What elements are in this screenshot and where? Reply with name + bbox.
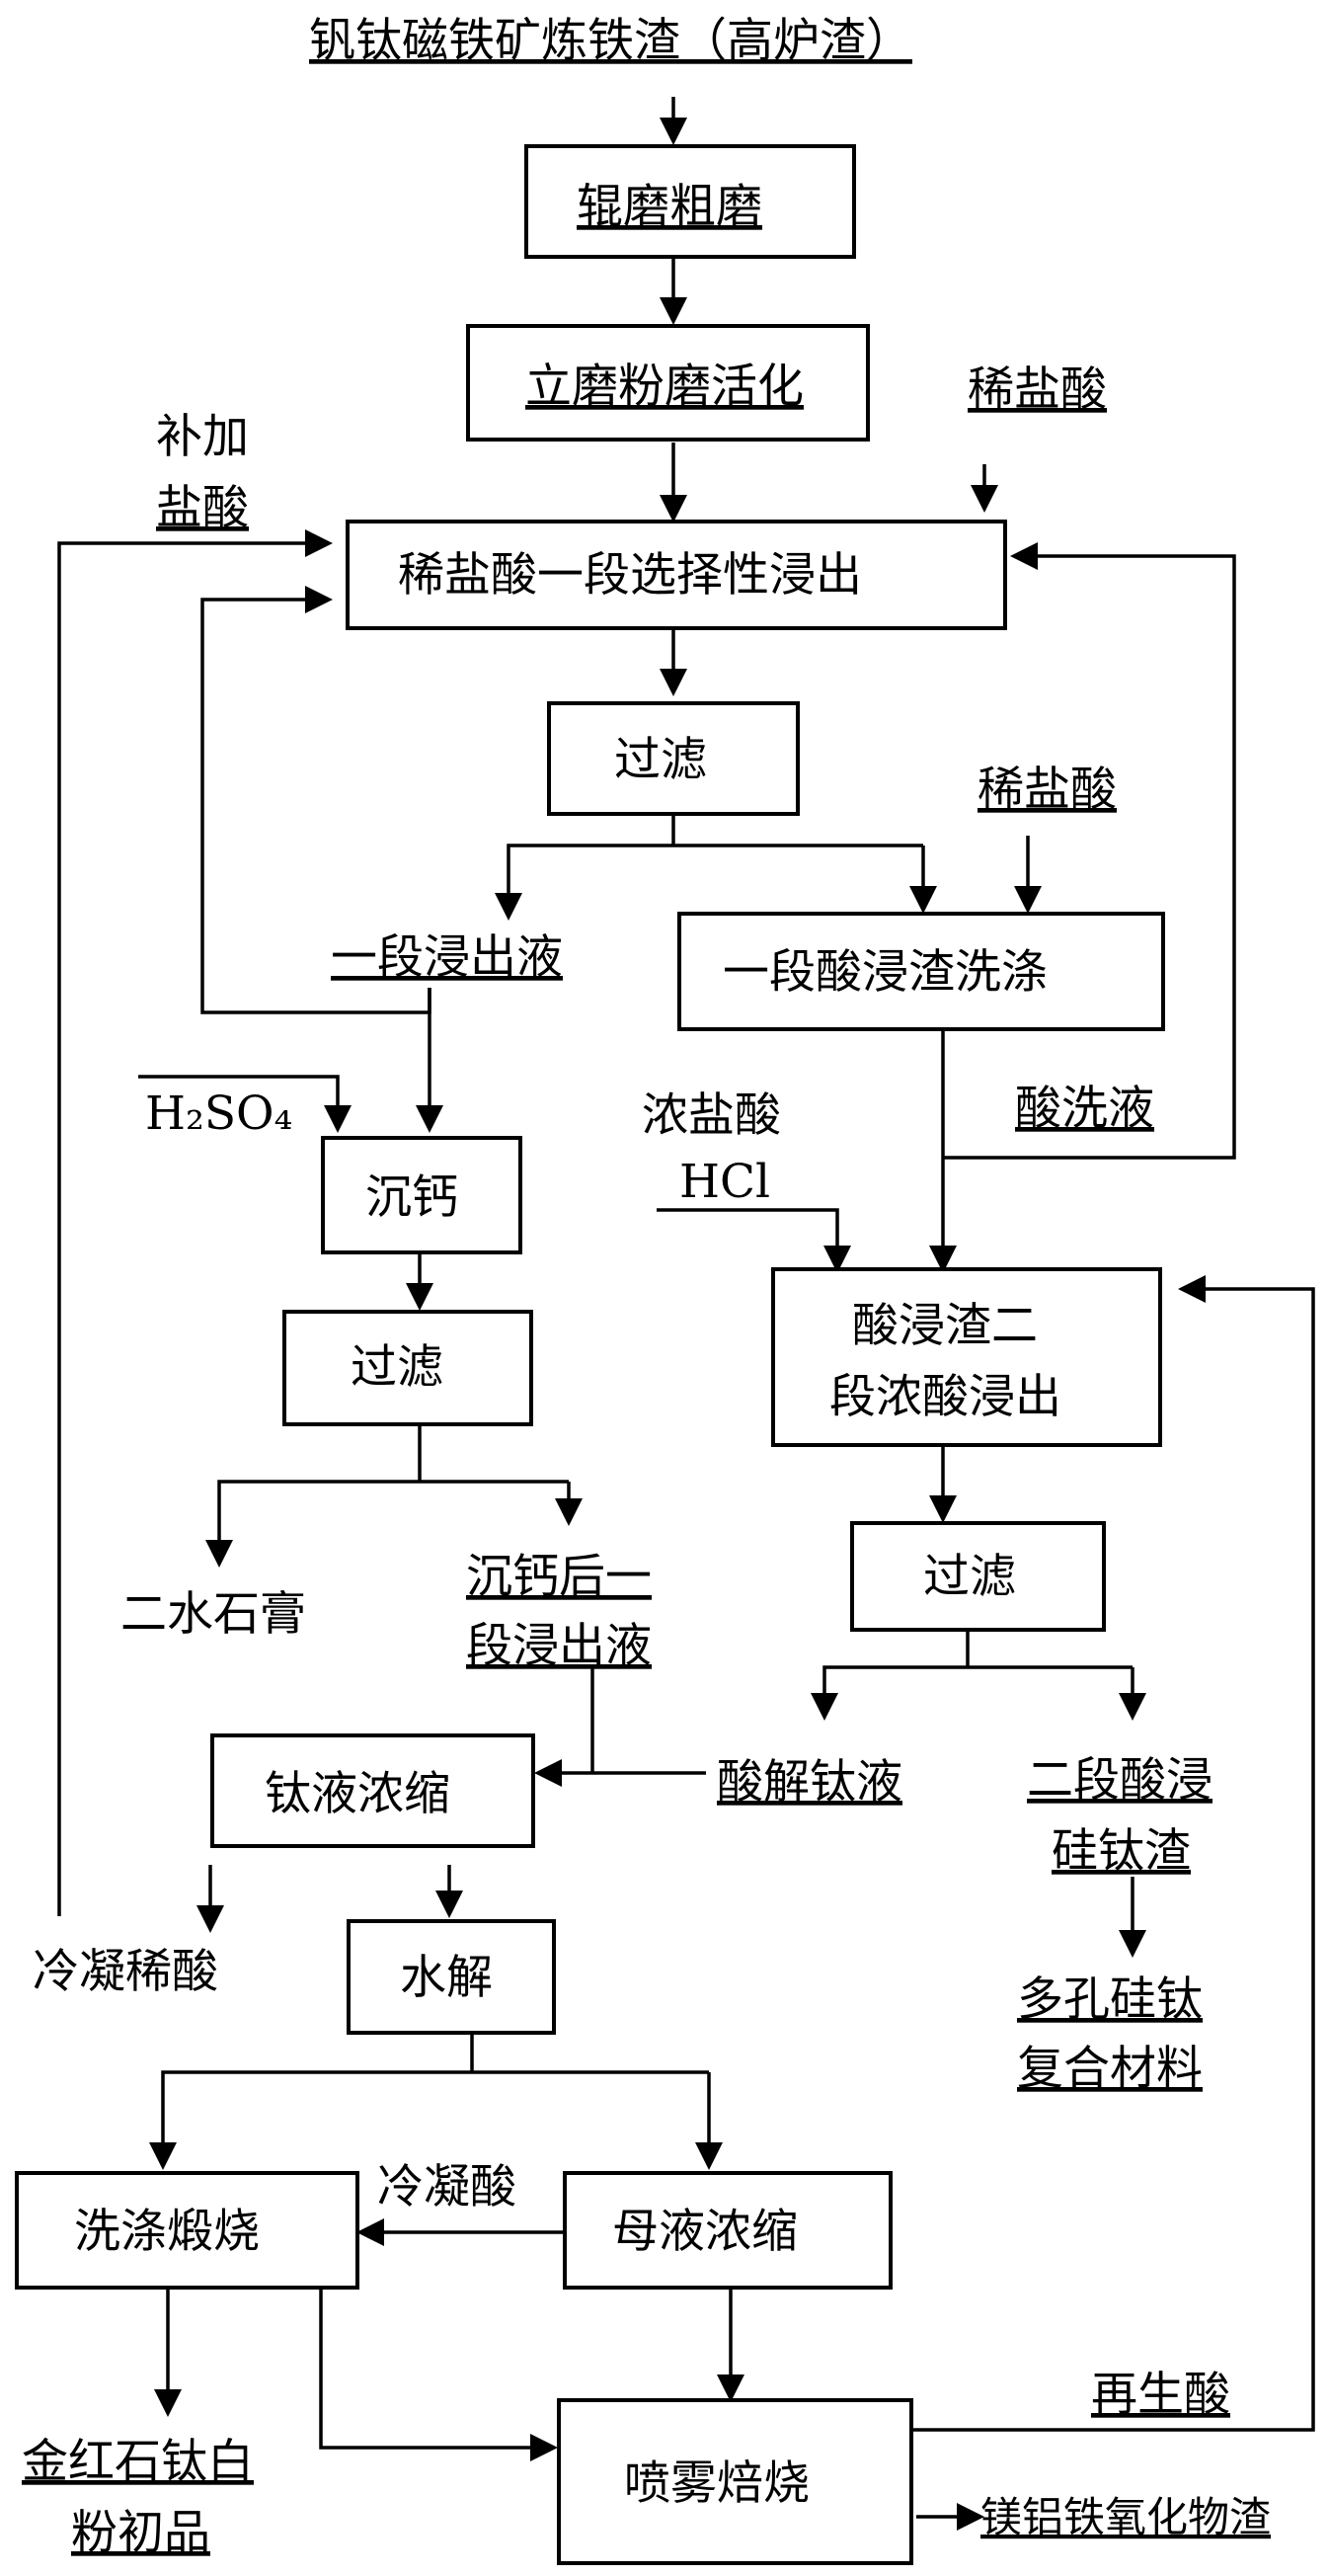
porous-material-line1: 多孔硅钛 — [1017, 1972, 1203, 2027]
hcl-label: HCl — [679, 1155, 770, 1209]
stage2-leach-label-line2: 段浓酸浸出 — [829, 1370, 1061, 1424]
roll-grinding-box — [524, 144, 856, 259]
conc-hcl-label: 浓盐酸 — [642, 1088, 781, 1143]
diagram-labels: 钒钛磁铁矿炼铁渣（高炉渣） 辊磨粗磨 立磨粉磨活化 稀盐酸 补加 盐酸 稀盐酸一… — [22, 14, 1271, 2560]
spray-roasting-label: 喷雾焙烧 — [624, 2456, 810, 2511]
post-ca-leachate-line1: 沉钙后一 — [466, 1550, 652, 1604]
regenerated-acid-label: 再生酸 — [1091, 2368, 1230, 2422]
h2so4-label: H₂SO₄ — [145, 1087, 292, 1141]
ti-liquor-label: 酸解钛液 — [717, 1755, 902, 1810]
condensed-acid-label: 冷凝酸 — [377, 2160, 516, 2214]
filter3-box — [282, 1310, 533, 1426]
wash-calcine-label: 洗涤煅烧 — [74, 2205, 260, 2259]
vertical-mill-box — [466, 324, 870, 442]
mother-liquor-conc-label: 母液浓缩 — [612, 2205, 798, 2259]
stage2-residue-line2: 硅钛渣 — [1052, 1824, 1191, 1879]
stage2-leach-box — [771, 1267, 1162, 1447]
flow-arrows — [57, 97, 1315, 2531]
stage2-leach-label-line1: 酸浸渣二 — [852, 1299, 1038, 1353]
spray-roasting-box — [557, 2398, 913, 2565]
condensed-dilute-acid-label: 冷凝稀酸 — [33, 1945, 218, 1999]
oxide-residue-label: 镁铝铁氧化物渣 — [980, 2493, 1271, 2541]
stage1-leach-box — [346, 520, 1007, 630]
rutile-product-line1: 金红石钛白 — [22, 2435, 254, 2489]
stage1-leach-label: 稀盐酸一段选择性浸出 — [398, 548, 862, 603]
porous-material-line2: 复合材料 — [1017, 2042, 1203, 2096]
calcium-precip-label: 沉钙 — [365, 1170, 458, 1225]
ti-concentration-box — [210, 1733, 535, 1848]
residue-wash-label: 一段酸浸渣洗涤 — [723, 945, 1048, 1000]
filter1-box — [547, 701, 800, 816]
filter2-label: 过滤 — [923, 1550, 1016, 1604]
filter3-label: 过滤 — [351, 1340, 443, 1395]
vertical-mill-label: 立磨粉磨活化 — [525, 360, 804, 414]
post-ca-leachate-line2: 段浸出液 — [466, 1619, 652, 1673]
ti-concentration-label: 钛液浓缩 — [265, 1767, 450, 1821]
dilute-hcl-top-label: 稀盐酸 — [968, 362, 1107, 417]
stage2-residue-line1: 二段酸浸 — [1027, 1753, 1213, 1808]
hydrolysis-label: 水解 — [400, 1951, 493, 2005]
filter2-box — [850, 1521, 1106, 1632]
gypsum-label: 二水石膏 — [120, 1587, 306, 1642]
hydrolysis-box — [347, 1919, 556, 2035]
input-material: 钒钛磁铁矿炼铁渣（高炉渣） — [309, 14, 912, 68]
acid-wash-liquor-label: 酸洗液 — [1015, 1082, 1154, 1136]
wash-calcine-box — [15, 2171, 359, 2290]
add-acid-label-line1: 补加 — [156, 410, 249, 464]
roll-grinding-label: 辊磨粗磨 — [577, 180, 762, 234]
dilute-hcl-wash-label: 稀盐酸 — [978, 763, 1117, 817]
stage1-leachate-label: 一段浸出液 — [331, 930, 563, 985]
filter1-label: 过滤 — [614, 733, 707, 787]
calcium-precip-box — [321, 1136, 522, 1254]
rutile-product-line2: 粉初品 — [71, 2506, 210, 2560]
residue-wash-box — [677, 912, 1165, 1031]
mother-liquor-conc-box — [563, 2171, 893, 2290]
add-acid-label-line2: 盐酸 — [156, 481, 249, 535]
